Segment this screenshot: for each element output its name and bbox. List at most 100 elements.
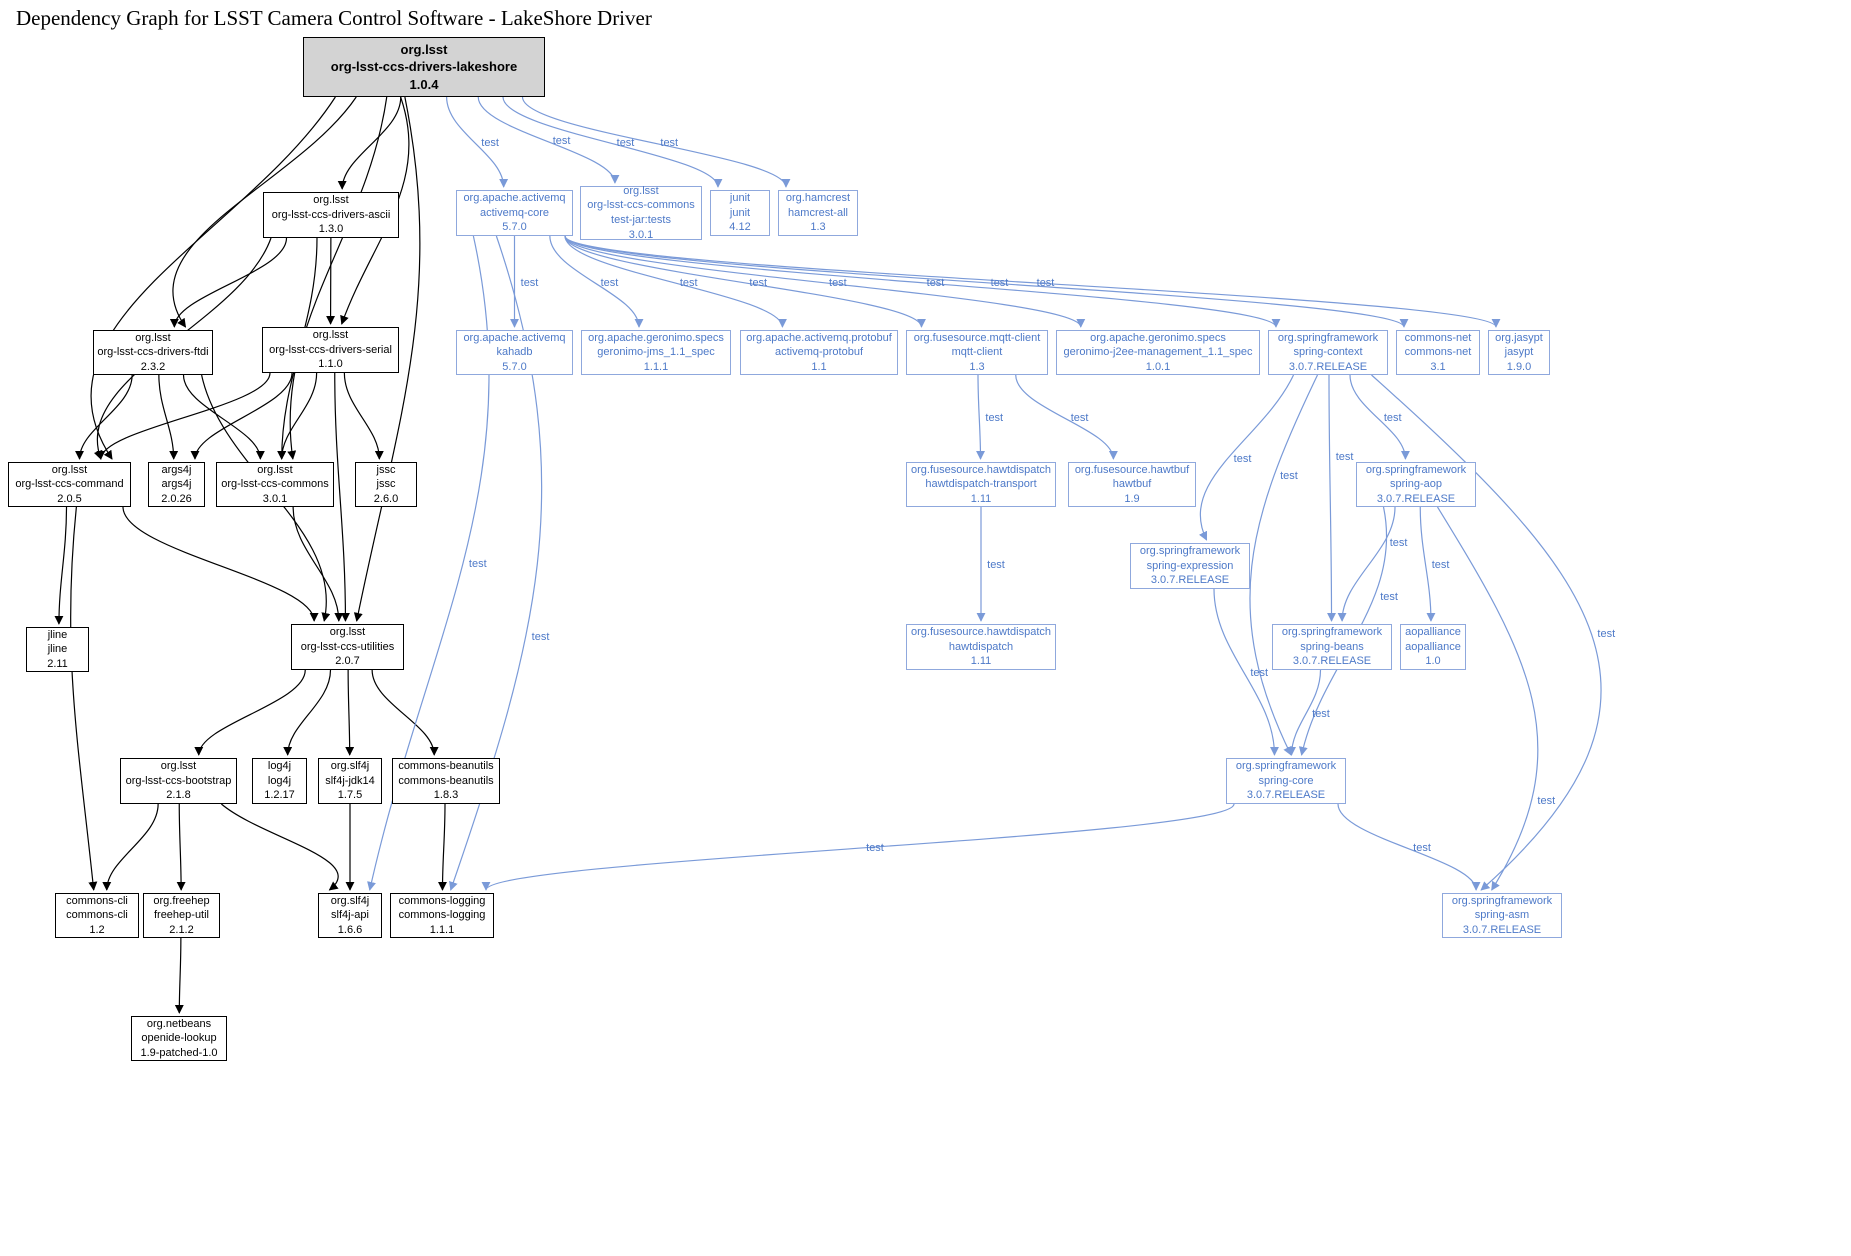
node-commons-tests-line: org.lsst — [623, 184, 659, 197]
edge-spring-context-to-spring-beans — [1327, 374, 1337, 622]
edge-freehep-to-openide — [174, 937, 184, 1014]
node-hawt-transport-line: 1.11 — [970, 492, 992, 505]
edge-label-spring-core-to-commons-logging: test — [866, 842, 884, 855]
node-log4j-line: log4j — [267, 774, 292, 787]
edge-utilities-to-bootstrap — [194, 669, 306, 756]
node-ftdi-line: org.lsst — [135, 331, 171, 344]
node-beanutils-line: commons-beanutils — [398, 774, 494, 787]
node-hamcrest-line: hamcrest-all — [788, 206, 848, 219]
node-junit-line: junit — [729, 206, 751, 219]
node-spring-core-line: 3.0.7.RELEASE — [1246, 789, 1326, 802]
node-ascii-line: 1.3.0 — [318, 223, 344, 236]
node-kahadb-line: kahadb — [496, 346, 533, 359]
edge-label-spring-context-to-spring-beans: test — [1335, 451, 1354, 464]
edge-command-to-jline — [54, 506, 68, 625]
edge-spring-core-to-commons-logging — [481, 803, 1235, 891]
edge-label-mqtt-client-to-hawt-transport: test — [985, 412, 1004, 425]
node-kahadb-line: 5.7.0 — [502, 360, 527, 373]
edge-label-activemq-core-to-geronimo-jms: test — [600, 276, 619, 289]
node-utilities-line: org-lsst-ccs-utilities — [300, 640, 395, 653]
node-slf4j-jdk14-line: slf4j-jdk14 — [325, 774, 375, 787]
node-aopalliance-line: aopalliance — [1405, 640, 1461, 653]
edge-label-spring-aop-to-aopalliance: test — [1431, 559, 1450, 572]
edge-label-activemq-core-to-geronimo-j2ee: test — [829, 276, 847, 289]
edge-serial-to-jssc — [343, 372, 384, 460]
edge-label-hawt-transport-to-hawtdispatch: test — [987, 559, 1005, 572]
node-log4j-line: 1.2.17 — [264, 789, 295, 802]
node-args4j-line: args4j — [161, 478, 192, 491]
node-jline-line: jline — [47, 628, 68, 641]
node-spring-asm-line: spring-asm — [1474, 909, 1530, 922]
node-spring-beans-line: 3.0.7.RELEASE — [1292, 655, 1372, 668]
edge-command-to-commons-cli — [70, 506, 98, 891]
edge-mqtt-client-to-hawt-transport — [976, 374, 986, 460]
node-commons-logging-line: commons-logging — [398, 909, 486, 922]
node-aopalliance-line: aopalliance — [1405, 626, 1461, 639]
edge-label-lakeshore-to-hamcrest: test — [660, 137, 679, 150]
edge-lakeshore-to-command — [90, 96, 336, 460]
node-slf4j-jdk14-line: org.slf4j — [330, 760, 370, 773]
edge-spring-aop-to-aopalliance — [1419, 506, 1436, 622]
node-spring-aop-line: spring-aop — [1390, 478, 1442, 491]
node-openide-line: openide-lookup — [141, 1032, 217, 1045]
node-commons-net-line: commons-net — [1404, 331, 1472, 344]
edge-activemq-core-to-mqtt-client — [564, 235, 926, 328]
edge-label-spring-core-to-spring-asm: test — [1413, 842, 1431, 855]
node-spring-expression-line: 3.0.7.RELEASE — [1150, 574, 1230, 587]
node-command-line: org.lsst — [51, 463, 88, 476]
node-beanutils-line: 1.8.3 — [433, 789, 459, 802]
node-activemq-core-line: org.apache.activemq — [463, 192, 566, 205]
edge-label-spring-aop-to-spring-core: test — [1380, 591, 1398, 604]
edge-serial-to-commons — [277, 372, 318, 460]
edge-label-spring-context-to-spring-core: test — [1280, 469, 1298, 482]
edge-bootstrap-to-freehep — [176, 803, 186, 891]
node-ascii-line: org-lsst-ccs-drivers-ascii — [271, 208, 391, 221]
node-commons-tests-line: test-jar:tests — [611, 214, 671, 226]
node-activemq-protobuf-line: org.apache.activemq.protobuf — [746, 331, 892, 344]
node-geronimo-jms-line: geronimo-jms_1.1_spec — [597, 346, 715, 359]
node-spring-expression-line: org.springframework — [1139, 545, 1241, 558]
node-ftdi-line: org-lsst-ccs-drivers-ftdi — [97, 346, 209, 359]
edge-label-activemq-core-to-slf4j-api: test — [468, 558, 487, 571]
edge-label-mqtt-client-to-hawtbuf: test — [1070, 412, 1089, 425]
edge-serial-to-command — [96, 372, 271, 460]
node-mqtt-client-line: org.fusesource.mqtt-client — [913, 331, 1041, 344]
node-jasypt-line: jasypt — [1504, 346, 1534, 359]
node-ascii-line: org.lsst — [313, 194, 349, 207]
edge-activemq-core-to-spring-context — [564, 235, 1281, 328]
edge-commons-to-utilities — [292, 506, 344, 622]
node-spring-context-line: 3.0.7.RELEASE — [1288, 360, 1368, 373]
node-hawtdispatch-line: org.fusesource.hawtdispatch — [910, 626, 1052, 639]
node-kahadb-line: org.apache.activemq — [463, 331, 566, 344]
node-beanutils-line: commons-beanutils — [398, 760, 494, 773]
node-spring-aop-line: 3.0.7.RELEASE — [1376, 492, 1456, 505]
node-mqtt-client-line: 1.3 — [969, 360, 985, 373]
node-serial-line: 1.1.0 — [318, 358, 343, 371]
node-hamcrest-line: org.hamcrest — [785, 192, 851, 205]
node-command-line: org-lsst-ccs-command — [15, 478, 124, 491]
edge-label-spring-context-to-spring-expression: test — [1233, 452, 1252, 465]
node-commons-cli-line: commons-cli — [66, 894, 128, 907]
edge-label-activemq-core-to-spring-context: test — [926, 276, 945, 289]
edge-utilities-to-log4j — [283, 669, 332, 756]
node-args4j-line: args4j — [161, 463, 192, 476]
node-geronimo-jms-line: org.apache.geronimo.specs — [588, 331, 724, 344]
node-geronimo-j2ee-line: 1.0.1 — [1145, 360, 1171, 373]
edge-bootstrap-to-commons-cli — [102, 803, 159, 891]
